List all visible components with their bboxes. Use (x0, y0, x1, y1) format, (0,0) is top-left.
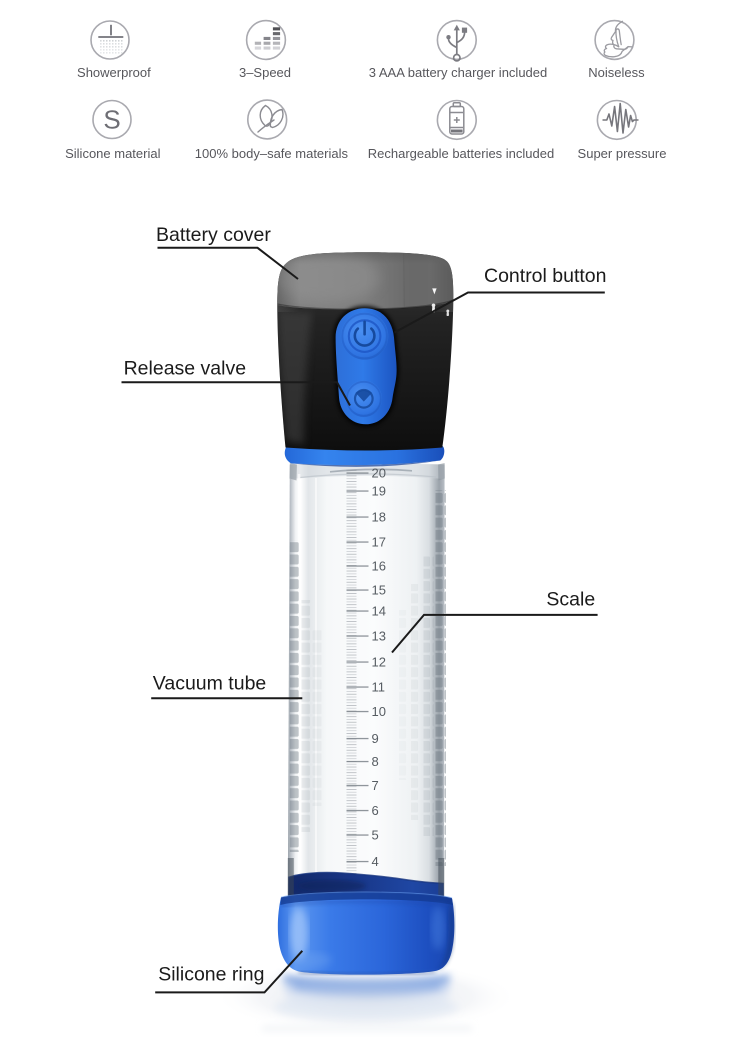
svg-text:Rechargeable batteries include: Rechargeable batteries included (368, 146, 554, 161)
svg-text:16: 16 (372, 559, 386, 574)
svg-text:Showerproof: Showerproof (77, 65, 151, 80)
svg-text:3 AAA battery charger included: 3 AAA battery charger included (369, 65, 548, 80)
svg-text:6: 6 (372, 803, 379, 818)
svg-text:9: 9 (372, 731, 379, 746)
svg-text:18: 18 (372, 510, 386, 525)
svg-text:3–Speed: 3–Speed (239, 65, 291, 80)
svg-text:Silicone ring: Silicone ring (158, 963, 264, 985)
svg-text:S: S (103, 105, 120, 135)
svg-text:20: 20 (372, 466, 386, 481)
svg-text:5: 5 (372, 828, 379, 843)
svg-text:Noiseless: Noiseless (588, 65, 645, 80)
svg-text:10: 10 (372, 704, 386, 719)
svg-text:Scale: Scale (546, 588, 595, 610)
svg-text:17: 17 (372, 535, 386, 550)
svg-text:14: 14 (372, 604, 386, 619)
svg-text:Silicone material: Silicone material (65, 146, 160, 161)
svg-text:Super pressure: Super pressure (578, 146, 667, 161)
svg-text:Release valve: Release valve (124, 357, 246, 379)
svg-text:15: 15 (372, 583, 386, 598)
svg-text:19: 19 (372, 484, 386, 499)
svg-text:4: 4 (372, 854, 379, 869)
svg-text:11: 11 (372, 680, 386, 695)
svg-text:Battery cover: Battery cover (156, 224, 271, 246)
svg-text:8: 8 (372, 754, 379, 769)
svg-text:12: 12 (372, 655, 386, 670)
svg-text:7: 7 (372, 778, 379, 793)
svg-text:Control button: Control button (484, 265, 607, 287)
svg-text:100% body–safe materials: 100% body–safe materials (195, 146, 349, 161)
svg-text:Vacuum tube: Vacuum tube (153, 673, 266, 695)
svg-text:13: 13 (372, 629, 386, 644)
